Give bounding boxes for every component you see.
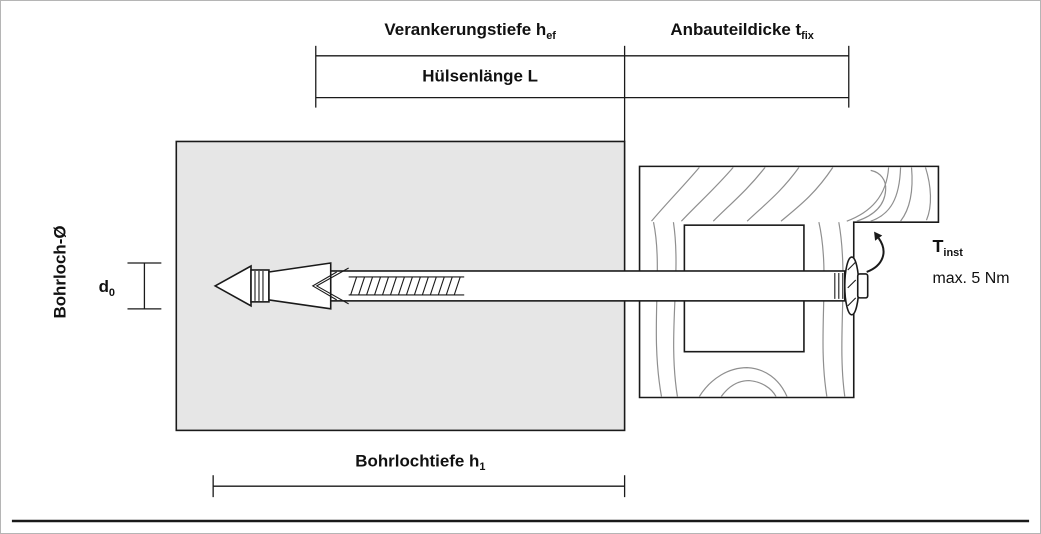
drill-diameter-symbol: d0 xyxy=(99,277,115,299)
screw-head xyxy=(856,273,869,299)
drill-hole-diameter-axis-label: Bohrloch-Ø xyxy=(51,225,70,318)
anchor-assembly xyxy=(213,256,869,316)
torque-arrowhead xyxy=(874,231,883,241)
knurl-ring xyxy=(250,269,270,303)
anchor-sleeve xyxy=(329,270,846,302)
dimension-sleeve-length: Hülsenlänge L xyxy=(315,67,849,99)
dimension-drill-diameter: Bohrloch-Ø d0 xyxy=(51,225,162,319)
dimension-drill-depth: Bohrlochtiefe h1 xyxy=(212,451,626,498)
anchoring-depth-label: Verankerungstiefe hef xyxy=(384,20,556,42)
drill-depth-label: Bohrlochtiefe h1 xyxy=(355,451,485,473)
wood-grain xyxy=(651,166,932,397)
expansion-slit-inner xyxy=(311,271,337,301)
attachment-thickness-label: Anbauteildicke tfix xyxy=(670,20,813,42)
thread-section xyxy=(348,276,465,296)
dimension-attachment-thickness: Anbauteildicke tfix xyxy=(670,20,813,42)
torque-arrow xyxy=(866,237,885,273)
torque-value: max. 5 Nm xyxy=(932,270,1009,287)
expansion-slit xyxy=(315,267,349,305)
torque-annotation: Tinst max. 5 Nm xyxy=(866,231,1009,287)
expansion-cone xyxy=(268,262,332,310)
sleeve-length-label: Hülsenlänge L xyxy=(422,67,538,86)
torque-symbol: Tinst xyxy=(932,236,963,259)
